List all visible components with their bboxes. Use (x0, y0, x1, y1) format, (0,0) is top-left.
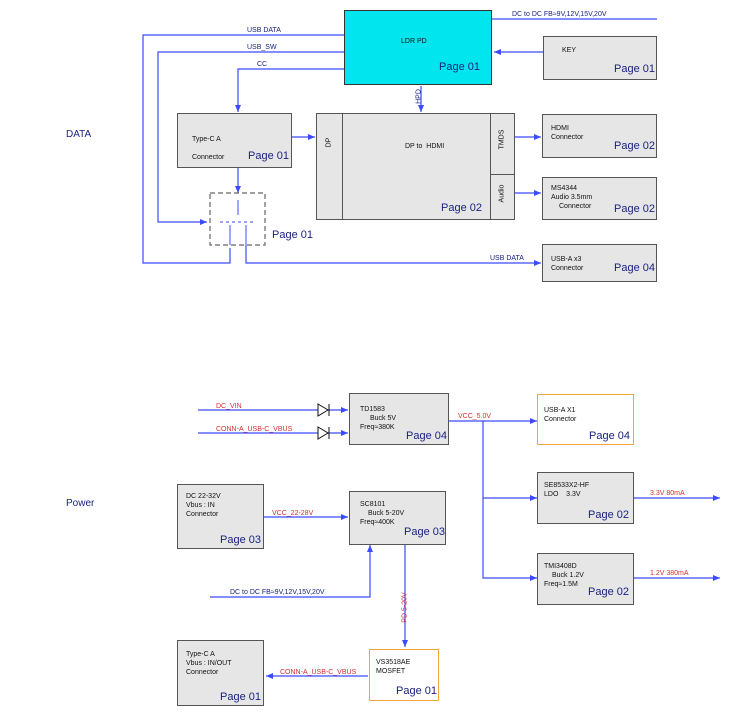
key-title: KEY (562, 47, 577, 54)
wire-to-ldo (482, 421, 537, 501)
usba1-line1: USB-A X1 (544, 407, 576, 414)
conn-vbus-label: CONN-A_USB-C_VBUS (216, 426, 293, 433)
typec-io-page: Page 01 (220, 691, 261, 703)
sc8101-line1: SC8101 (360, 501, 386, 508)
ms4344-line3: Connector (559, 203, 592, 210)
out-1v2-label: 1.2V 380mA (650, 570, 689, 577)
typec-io-line2: Vbus : IN/OUT (186, 660, 232, 667)
usba-x3-block: USB-A x3 Connector Page 04 (542, 244, 657, 282)
sc8101-block: SC8101 Buck 5-20V Freq≈400K Page 03 (349, 491, 446, 545)
key-page: Page 01 (614, 63, 655, 75)
hdmi-line1: HDMI (551, 125, 569, 132)
usba-x1-block: USB-A X1 Connector Page 04 (537, 394, 634, 445)
diode-icon (317, 403, 330, 440)
se8533-page: Page 02 (588, 509, 629, 521)
usba1-line2: Connector (544, 416, 577, 423)
typec-io-line1: Type-C A (186, 651, 215, 658)
dc2232-line2: Vbus : IN (186, 502, 215, 509)
typec-a-block: Type-C A Connector Page 01 (177, 113, 292, 168)
wire-to-tmi (482, 498, 537, 581)
hdmi-connector-block: HDMI Connector Page 02 (542, 114, 657, 158)
wire-usb-data (142, 34, 344, 264)
ms4344-page: Page 02 (614, 203, 655, 215)
ldr-pd-title: LDR PD (401, 38, 427, 45)
ms4344-block: MS4344 Audio 3.5mm Connector Page 02 (542, 177, 657, 220)
dp-hdmi-page: Page 02 (441, 202, 482, 214)
dc2232-line1: DC 22-32V (186, 493, 221, 500)
tmi3408-line3: Freq≈1.5M (544, 581, 578, 588)
pd-5-20v-label: PD 5-20V (401, 592, 409, 623)
tmi3408-line2: Buck 1.2V (552, 572, 584, 579)
tmds-port-label: TMDS (498, 129, 506, 150)
typec-page: Page 01 (248, 150, 289, 162)
out-3v3-label: 3.3V 80mA (650, 490, 685, 497)
usb-data2-label: USB DATA (490, 255, 524, 262)
vs3518-line2: MOSFET (376, 668, 406, 675)
conn-vbus2-label: CONN-A_USB-C_VBUS (280, 669, 357, 676)
switch-box (209, 192, 266, 246)
typec-line2: Connector (192, 154, 225, 161)
ldr-pd-block: LDR PD Page 01 (344, 10, 492, 85)
vcc-5v-label: VCC_5.0V (458, 413, 492, 420)
dp-to-hdmi-block: DP TMDS Audio DP to HDMI Page 02 (316, 113, 515, 220)
vs3518-page: Page 01 (396, 685, 437, 697)
dc-vin-label: DC_VIN (216, 403, 242, 410)
ms4344-line2: Audio 3.5mm (551, 194, 593, 201)
section-power-label: Power (66, 498, 95, 509)
se8533-line1: SE8533X2-HF (544, 482, 590, 489)
td1583-line2: Buck 5V (370, 415, 397, 422)
vs3518-line1: VS3518AE (376, 659, 411, 666)
wire-usb-data-out (245, 245, 541, 266)
hdmi-page: Page 02 (614, 140, 655, 152)
switch-page: Page 01 (272, 229, 313, 241)
td1583-page: Page 04 (406, 430, 447, 442)
vs3518ae-block: VS3518AE MOSFET Page 01 (369, 649, 439, 701)
dc2232-line3: Connector (186, 511, 219, 518)
dc2232-page: Page 03 (220, 534, 261, 546)
dc-22-32v-block: DC 22-32V Vbus : IN Connector Page 03 (177, 484, 264, 549)
tmi3408-line1: TMI3408D (544, 563, 577, 570)
se8533-line2: LDO 3.3V (544, 491, 581, 498)
usb-data-label: USB DATA (247, 27, 281, 34)
dp-hdmi-title: DP to HDMI (405, 143, 445, 150)
dc-fb-label: DC to DC FB≈9V,12V,15V,20V (512, 11, 607, 18)
se8533-block: SE8533X2-HF LDO 3.3V Page 02 (537, 472, 634, 524)
hpd-label: HPD (415, 89, 423, 104)
usb-sw-label: USB_SW (247, 44, 277, 51)
sc8101-page: Page 03 (404, 526, 445, 538)
sc8101-line3: Freq≈400K (360, 519, 395, 526)
typec-a-io-block: Type-C A Vbus : IN/OUT Connector Page 01 (177, 640, 264, 706)
section-data-label: DATA (66, 129, 92, 140)
key-block: KEY Page 01 (543, 36, 657, 80)
ms4344-line1: MS4344 (551, 185, 578, 192)
dc-fb-power-label: DC to DC FB≈9V,12V,15V,20V (230, 589, 325, 596)
cc-label: CC (257, 61, 268, 68)
audio-port-label: Audio (498, 184, 506, 203)
typec-io-line3: Connector (186, 669, 219, 676)
usba1-page: Page 04 (589, 430, 630, 442)
usba3-line2: Connector (551, 265, 584, 272)
tmi3408-page: Page 02 (588, 586, 629, 598)
sc8101-line2: Buck 5-20V (368, 510, 405, 517)
vcc-22-28v-label: VCC_22-28V (272, 510, 314, 517)
usba3-line1: USB-A x3 (551, 256, 582, 263)
ldr-pd-page: Page 01 (439, 61, 480, 73)
hdmi-line2: Connector (551, 134, 584, 141)
td1583-line1: TD1583 (360, 406, 385, 413)
td1583-line3: Freq≈380K (360, 424, 395, 431)
wire-cc (235, 68, 344, 112)
td1583-block: TD1583 Buck 5V Freq≈380K Page 04 (349, 393, 449, 445)
usba3-page: Page 04 (614, 262, 655, 274)
typec-line1: Type-C A (192, 136, 221, 143)
dp-port-label: DP (325, 137, 333, 148)
tmi3408d-block: TMI3408D Buck 1.2V Freq≈1.5M Page 02 (537, 553, 634, 605)
wire-dc-fb-power (210, 545, 373, 598)
wire-usb-sw (157, 51, 344, 225)
